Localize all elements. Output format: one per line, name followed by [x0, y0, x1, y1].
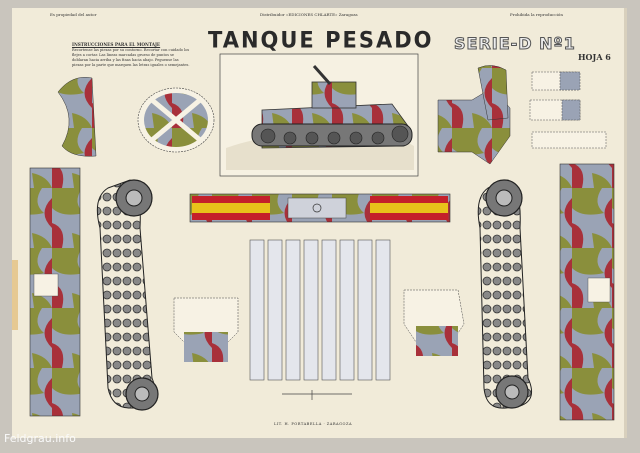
- instructions-heading: INSTRUCCIONES PARA EL MONTAJE: [72, 42, 161, 47]
- right-track-chain: [477, 179, 533, 409]
- watermark: Feldgrau.info: [4, 432, 76, 445]
- left-track-chain: [96, 179, 159, 411]
- instructions-text: Recortense las piezas por su contorno. R…: [72, 48, 190, 67]
- turret-front-piece: [477, 65, 509, 121]
- cutout-sheet: Es propiedad del autor Distribuidor «EDI…: [12, 8, 627, 438]
- distributor-note: Distribuidor «EDICIONES CHLARTE» Zaragoz…: [260, 12, 358, 17]
- hull-ribs: [249, 239, 391, 381]
- copyright-note: Prohibida la reproducción: [510, 12, 563, 17]
- flag-hull-strip: [189, 193, 451, 223]
- rear-disc-piece: [137, 87, 215, 153]
- author-note: Es propiedad del autor: [50, 12, 97, 17]
- paper-edge-tab: [12, 260, 18, 330]
- sheet-number: HOJA 6: [578, 52, 611, 62]
- page-title: TANQUE PESADO: [208, 27, 434, 53]
- mudguard-piece-left: [57, 77, 97, 157]
- tank-illustration: [226, 65, 414, 170]
- series-label: SERIE-D Nº1: [454, 34, 576, 54]
- base-tab: [282, 390, 352, 400]
- small-box-pieces: [529, 71, 607, 149]
- cutout-artwork: [29, 53, 615, 421]
- printer-credit: LIT. H. PORTABELLA · ZARAGOZA: [274, 422, 353, 426]
